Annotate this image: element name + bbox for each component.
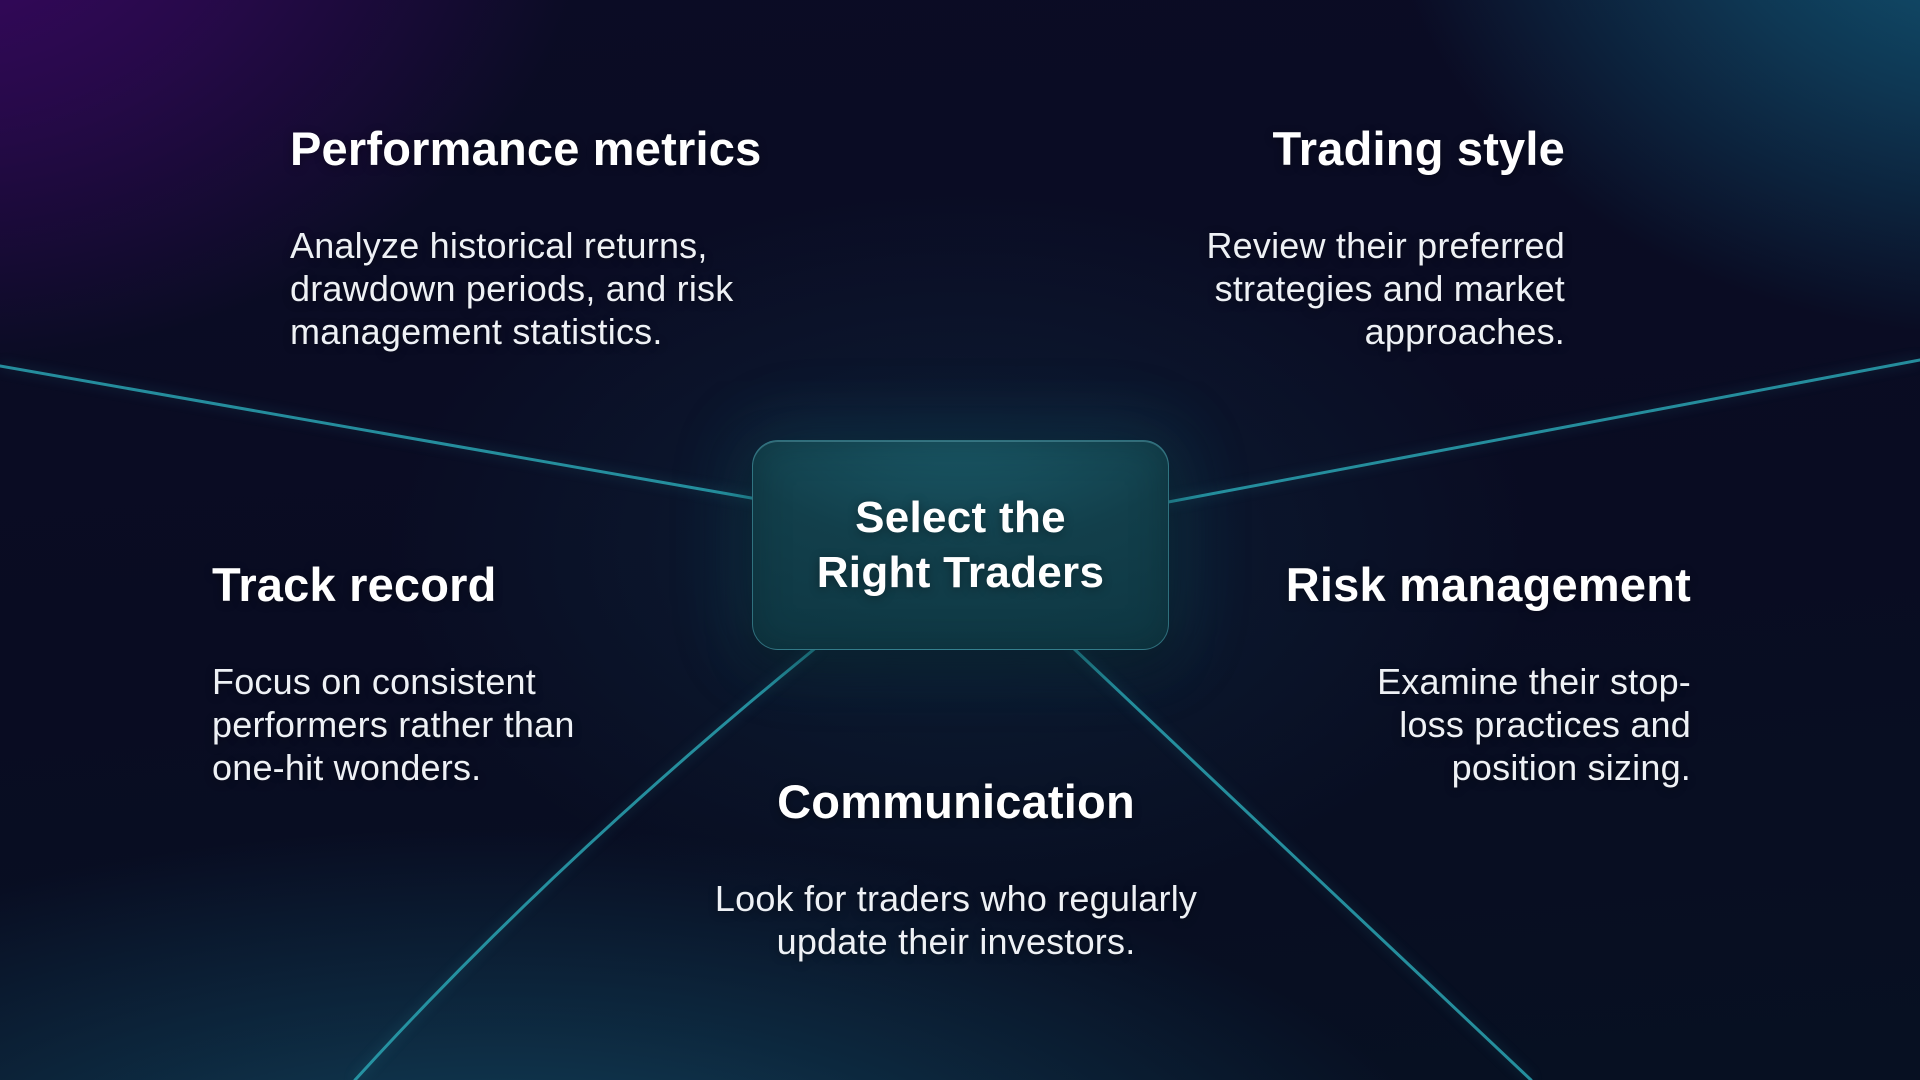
section-trading-style: Trading style Review their preferred str… xyxy=(1206,120,1565,353)
section-body: Analyze historical returns, drawdown per… xyxy=(290,224,761,353)
center-node: Select the Right Traders xyxy=(752,440,1169,650)
section-body-line: performers rather than xyxy=(212,704,575,745)
section-body-line: update their investors. xyxy=(776,921,1136,962)
section-body-line: Focus on consistent xyxy=(212,661,536,702)
center-node-title-line1: Select the xyxy=(855,493,1066,542)
section-performance-metrics: Performance metrics Analyze historical r… xyxy=(290,120,761,353)
connector-left xyxy=(0,364,759,501)
center-node-title-line2: Right Traders xyxy=(816,548,1105,597)
section-track-record: Track record Focus on consistent perform… xyxy=(212,556,575,789)
section-body-line: Analyze historical returns, xyxy=(290,225,708,266)
section-title: Risk management xyxy=(1285,558,1691,611)
section-title: Track record xyxy=(212,558,497,611)
section-body: Examine their stop- loss practices and p… xyxy=(1286,660,1691,789)
section-body-line: management statistics. xyxy=(290,311,663,352)
section-body: Review their preferred strategies and ma… xyxy=(1206,224,1565,353)
connector-bottom-left xyxy=(353,644,820,1080)
section-body-line: one-hit wonders. xyxy=(212,747,482,788)
section-body-line: Look for traders who regularly xyxy=(714,878,1198,919)
connector-bottom-right xyxy=(1069,644,1533,1080)
section-body: Look for traders who regularly update th… xyxy=(506,877,1406,963)
section-title: Communication xyxy=(777,775,1135,828)
section-body-line: Examine their stop- xyxy=(1377,661,1691,702)
section-body: Focus on consistent performers rather th… xyxy=(212,660,575,789)
section-title: Performance metrics xyxy=(290,122,762,175)
section-body-line: Review their preferred xyxy=(1206,225,1565,266)
section-body-line: drawdown periods, and risk xyxy=(290,268,734,309)
section-body-line: position sizing. xyxy=(1451,747,1691,788)
section-body-line: approaches. xyxy=(1364,311,1565,352)
connector-right xyxy=(1161,358,1920,505)
section-risk-management: Risk management Examine their stop- loss… xyxy=(1286,556,1691,789)
section-communication: Communication Look for traders who regul… xyxy=(506,773,1406,963)
section-title: Trading style xyxy=(1272,122,1565,175)
section-body-line: strategies and market xyxy=(1214,268,1565,309)
section-body-line: loss practices and xyxy=(1399,704,1691,745)
